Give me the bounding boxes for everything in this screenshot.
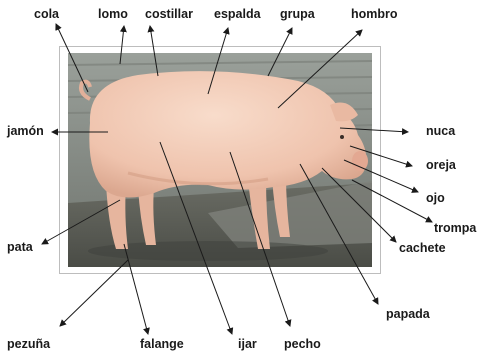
arrow-lomo [119, 25, 127, 65]
label-falange: falange [140, 337, 184, 351]
label-pezuna: pezuña [7, 337, 51, 351]
label-hombro: hombro [351, 7, 398, 21]
label-pata: pata [7, 240, 33, 254]
label-nuca: nuca [426, 124, 456, 138]
arrow-falange [123, 243, 150, 335]
pig-photo [68, 53, 372, 267]
label-pecho: pecho [284, 337, 321, 351]
arrow-cola [55, 23, 89, 93]
label-grupa: grupa [280, 7, 315, 21]
belly-shade [127, 171, 269, 186]
label-cachete: cachete [399, 241, 446, 255]
pig-legs [106, 175, 290, 249]
arrow-ojo [343, 159, 419, 193]
label-trompa: trompa [434, 221, 477, 235]
arrow-pecho [229, 151, 292, 327]
pig-illustration [68, 53, 372, 267]
pig-ear [330, 102, 358, 122]
arrow-oreja [349, 145, 413, 168]
photo-frame [60, 47, 380, 273]
arrow-trompa [351, 179, 433, 223]
label-ojo: ojo [426, 191, 445, 205]
label-cola: cola [34, 7, 60, 21]
label-ijar: ijar [238, 337, 257, 351]
arrow-ijar [159, 141, 234, 335]
label-oreja: oreja [426, 158, 456, 172]
pig-tail [79, 79, 92, 101]
arrow-pezuna [59, 259, 129, 327]
arrow-grupa [267, 27, 293, 77]
label-jamon: jamón [7, 124, 44, 138]
arrow-hombro [277, 29, 363, 109]
label-papada: papada [386, 307, 430, 321]
arrow-pata [41, 199, 121, 245]
pig-eye [340, 135, 344, 139]
arrow-costillar [147, 25, 159, 77]
label-costillar: costillar [145, 7, 193, 21]
arrow-papada [299, 163, 379, 305]
label-espalda: espalda [214, 7, 261, 21]
slab [208, 181, 372, 248]
arrow-cachete [321, 167, 397, 243]
arrow-nuca [339, 127, 409, 136]
pig-snout [352, 151, 368, 171]
label-lomo: lomo [98, 7, 128, 21]
arrow-espalda [207, 27, 230, 95]
pig-body [89, 71, 367, 198]
